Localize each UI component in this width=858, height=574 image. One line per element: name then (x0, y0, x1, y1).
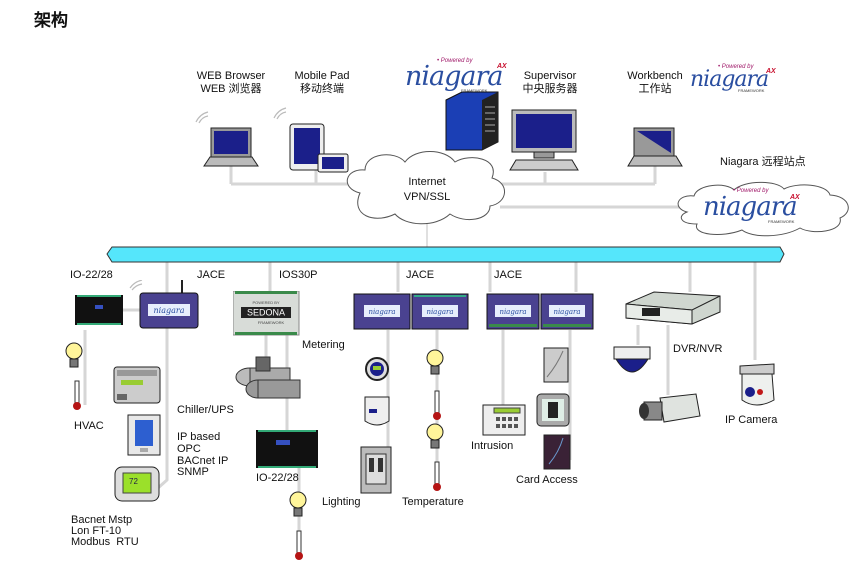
svg-text:POWERED BY: POWERED BY (252, 300, 279, 305)
dome-camera-icon (613, 346, 651, 373)
supervisor-label-cn: 中央服务器 (522, 83, 578, 95)
io-bottom-label: IO-22/28 (256, 472, 299, 484)
serial-protocol-3: Modbus RTU (71, 536, 139, 548)
jace-1-controller-icon: niagara (129, 280, 199, 329)
temperature-label: Temperature (402, 496, 464, 508)
remote-site-cloud-icon (677, 181, 849, 237)
niagara-logo-supervisor: • Powered by niagara AX FRAMEWORK (405, 58, 507, 93)
tablet-phone-icon (273, 107, 349, 173)
mobile-pad-label-cn: 移动终端 (300, 83, 344, 95)
supervisor-desktop-icon (509, 109, 579, 171)
lighting-panel-icon (360, 446, 392, 494)
metering-label: Metering (302, 339, 345, 351)
svg-text:niagara: niagara (368, 308, 395, 316)
io-left-label: IO-22/28 (70, 269, 113, 281)
keypad-reader-icon (536, 393, 570, 427)
svg-text:niagara: niagara (553, 308, 580, 316)
svg-text:niagara: niagara (426, 308, 453, 316)
web-browser-label: WEB Browser (196, 70, 266, 82)
dvr-nvr-recorder-icon (625, 291, 721, 325)
cloud-label-line1: Internet (408, 176, 446, 188)
field-bus (106, 246, 785, 263)
workbench-laptop-icon (627, 127, 683, 167)
box-camera-icon (639, 393, 701, 423)
ios30p-label: IOS30P (279, 269, 318, 281)
intrusion-label: Intrusion (471, 440, 514, 452)
energy-meter-round-icon (365, 357, 389, 381)
serial-protocol-2: Lon FT-10 (71, 525, 122, 537)
chiller-machine-icon (235, 356, 301, 399)
io-module-bottom-icon (256, 430, 318, 468)
server-tower-icon (445, 91, 499, 151)
jace-1-label: JACE (197, 269, 226, 281)
wifi-icon (195, 111, 209, 124)
utility-meter-icon (364, 396, 390, 426)
supervisor-label: Supervisor (523, 70, 577, 82)
ip-camera-icon (739, 363, 775, 406)
thermometer-icon (433, 461, 441, 491)
thermometer-icon (433, 390, 441, 420)
ios30p-sedona-controller-icon: SEDONA POWERED BY FRAMEWORK (233, 291, 300, 336)
thermometer-icon (73, 380, 81, 410)
light-bulb-icon (65, 342, 83, 368)
ip-protocol-2: OPC (177, 443, 201, 455)
card-access-label: Card Access (516, 474, 578, 486)
io-module-left-icon (75, 295, 123, 325)
serial-protocol-1: Bacnet Mstp (71, 514, 133, 526)
ups-panel-icon (113, 366, 161, 404)
ip-protocol-1: IP based (177, 431, 221, 443)
proximity-card-reader-icon (543, 434, 571, 470)
thermometer-icon (295, 530, 303, 560)
light-bulb-icon (426, 423, 444, 449)
internet-cloud-icon (347, 151, 505, 225)
mobile-pad-label: Mobile Pad (294, 70, 350, 82)
remote-site-label: Niagara 远程站点 (720, 156, 806, 168)
thermostat-icon: 72 (114, 466, 160, 502)
card-reader-icon (543, 347, 569, 383)
wifi-icon (273, 107, 287, 120)
page-title: 架构 (34, 11, 68, 31)
dvr-nvr-label: DVR/NVR (673, 343, 723, 355)
svg-text:SEDONA: SEDONA (247, 308, 285, 318)
svg-text:FRAMEWORK: FRAMEWORK (258, 320, 285, 325)
workbench-label-cn: 工作站 (638, 83, 672, 95)
light-bulb-icon (289, 491, 307, 517)
laptop-web-icon (195, 111, 259, 167)
web-browser-label-cn: WEB 浏览器 (200, 83, 262, 95)
wifi-icon (129, 280, 143, 291)
ip-protocol-4: SNMP (177, 466, 209, 478)
jace-2-label: JACE (406, 269, 435, 281)
jace-2-controller-icon: niagara niagara (353, 293, 469, 330)
svg-text:72: 72 (129, 477, 138, 486)
workbench-label: Workbench (627, 70, 683, 82)
lighting-label: Lighting (322, 496, 361, 508)
cloud-label-line2: VPN/SSL (403, 191, 451, 203)
antenna-icon (181, 280, 183, 294)
touch-panel-icon (127, 414, 161, 456)
niagara-logo-workbench: • Powered by niagara AX FRAMEWORK (690, 64, 776, 93)
chiller-ups-label: Chiller/UPS (177, 404, 234, 416)
light-bulb-icon (426, 349, 444, 375)
intrusion-keypad-icon (482, 404, 526, 436)
niagara-logo-remote: • Powered by niagara AX FRAMEWORK (703, 188, 800, 224)
jace-3-controller-icon: niagara niagara (486, 293, 594, 330)
svg-text:niagara: niagara (499, 308, 526, 316)
ip-camera-label: IP Camera (725, 414, 778, 426)
svg-text:niagara: niagara (154, 306, 185, 315)
hvac-label: HVAC (74, 420, 104, 432)
ip-protocol-3: BACnet IP (177, 455, 229, 467)
jace-3-label: JACE (494, 269, 523, 281)
